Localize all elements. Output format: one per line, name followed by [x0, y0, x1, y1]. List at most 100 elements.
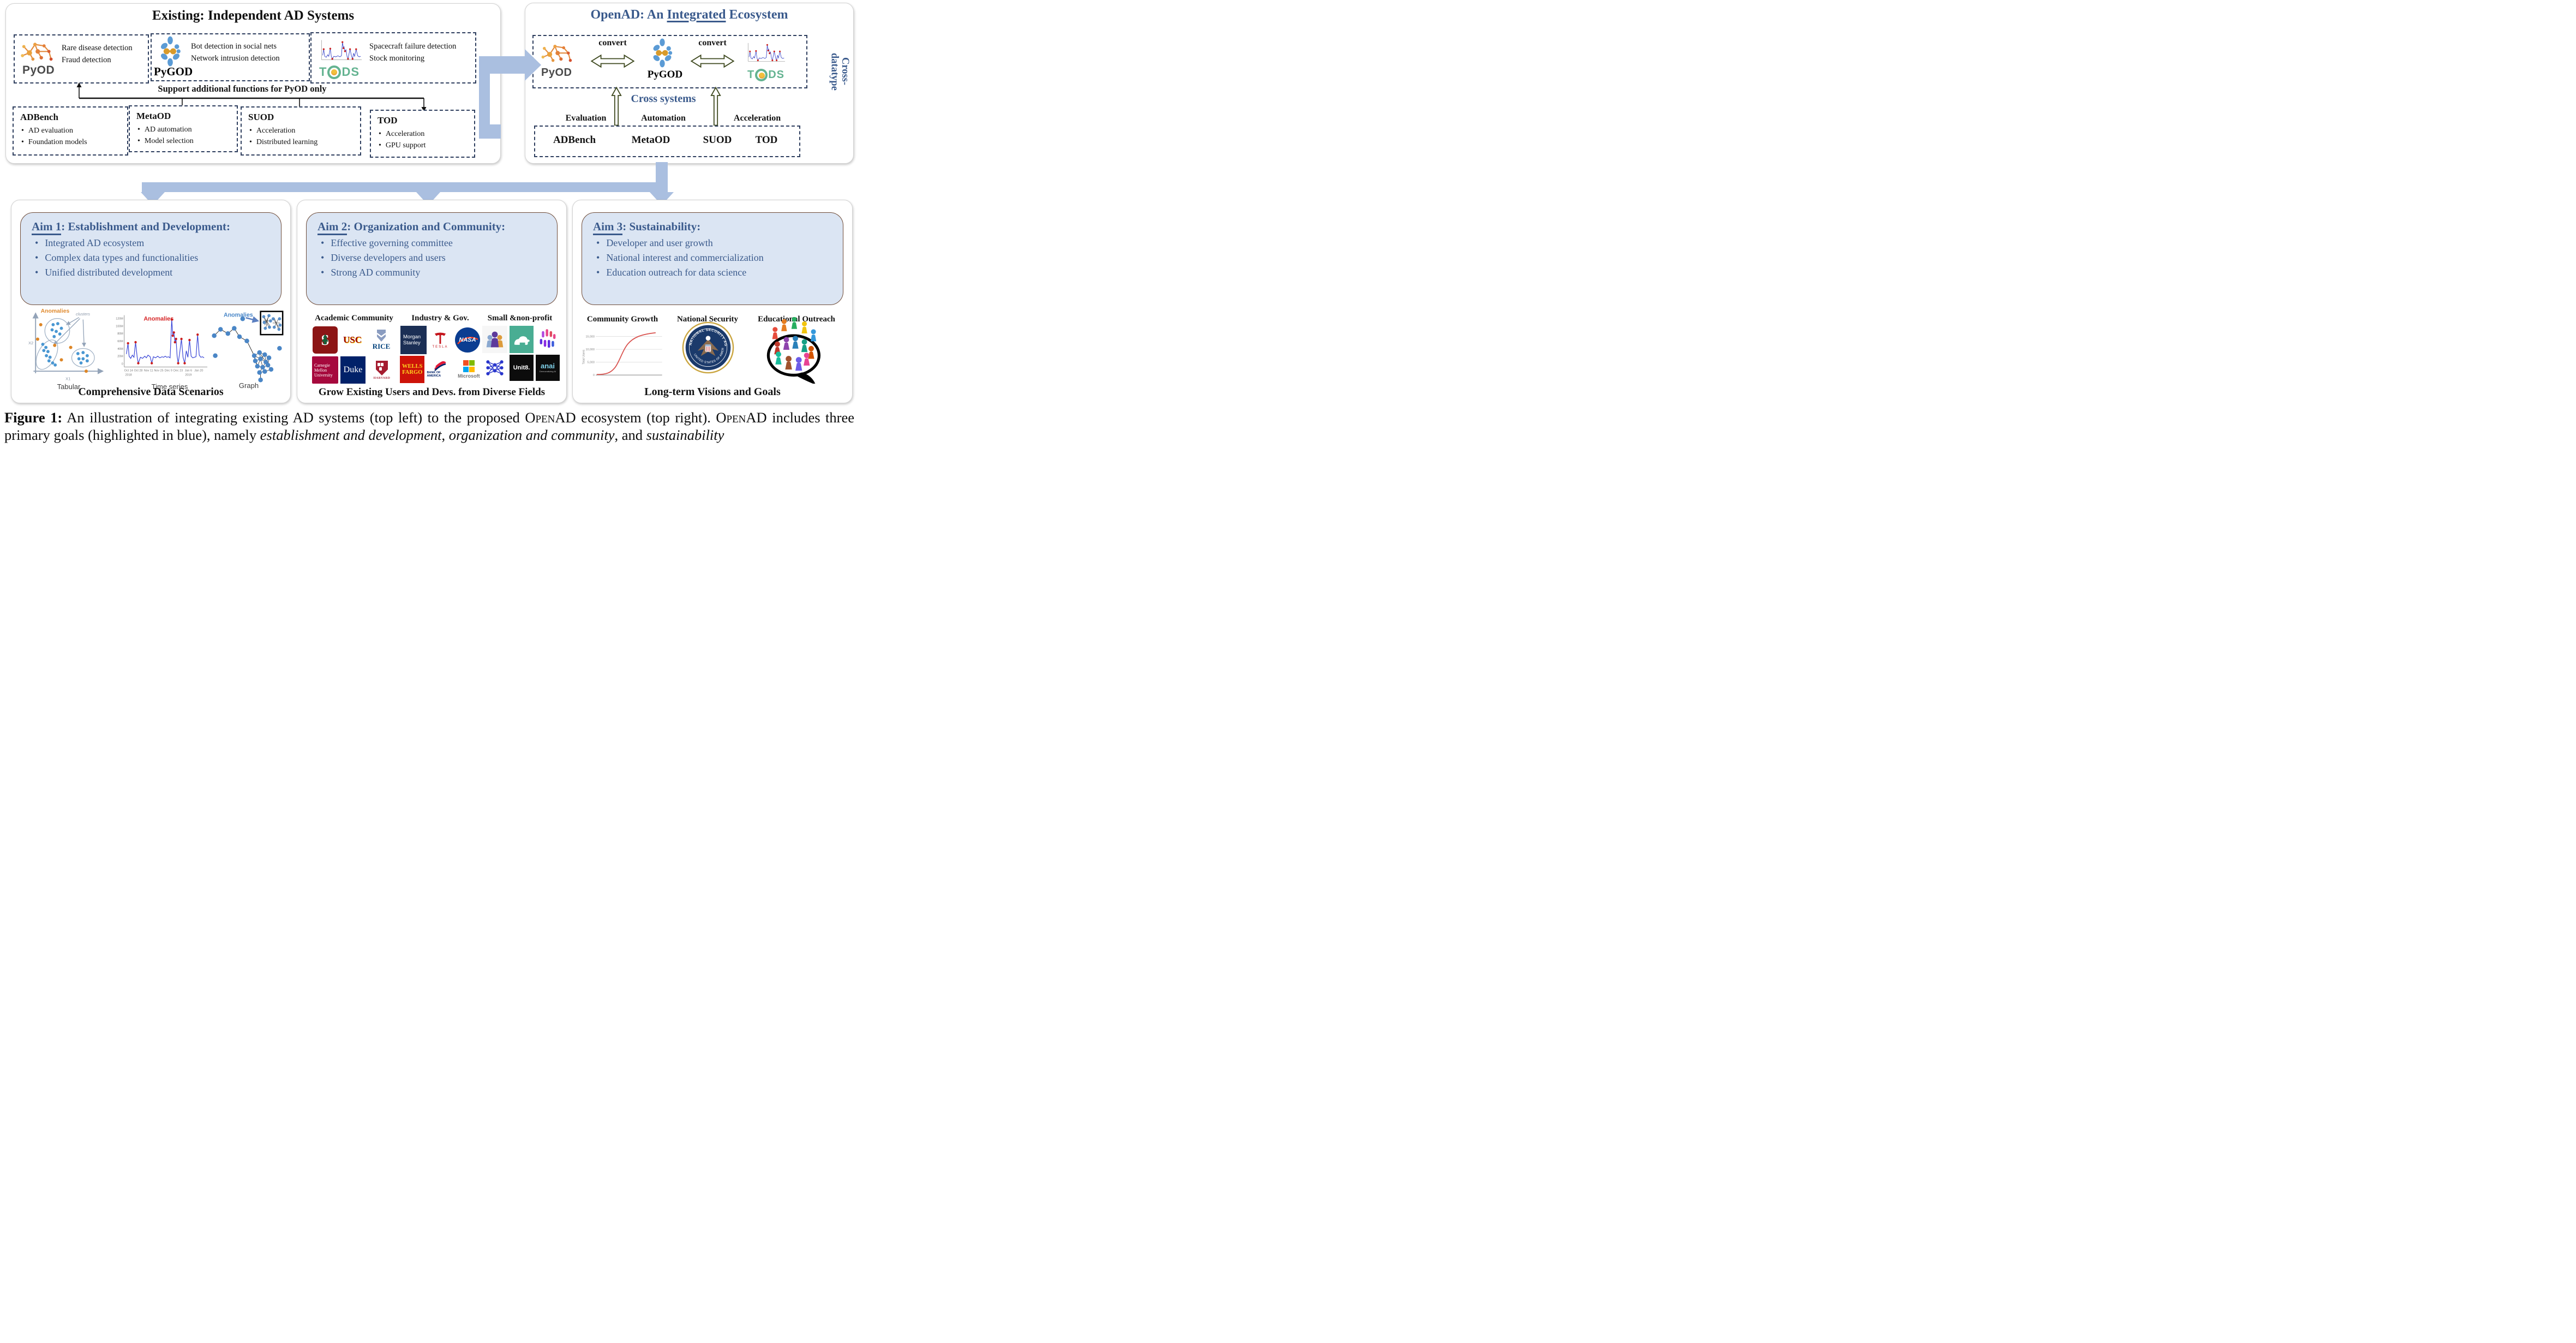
svg-text:60M: 60M: [117, 340, 123, 343]
graph-anomalies-label: Anomalies: [224, 312, 253, 318]
nonprofit-logos: Unit8. anai Democratizing AI: [482, 326, 560, 383]
adbench-bullet-2: Foundation models: [21, 136, 127, 148]
aim3-caption: Long-term Visions and Goals: [644, 386, 781, 398]
tods-letters-ds: DS: [768, 69, 785, 81]
tods-chart-icon: [321, 40, 362, 61]
rice-shield-icon: [376, 330, 386, 342]
svg-text:Jan 20: Jan 20: [194, 369, 203, 372]
graph-caption: Graph: [238, 381, 259, 390]
svg-text:Oct 28: Oct 28: [134, 369, 142, 372]
tod-title: TOD: [378, 115, 398, 126]
tabular-y-label: X2: [28, 341, 33, 345]
aim2-title: Aim 2: Organization and Community:: [317, 220, 557, 235]
metaod-box: MetaOD AD automation Model selection: [129, 105, 238, 152]
svg-text:Dec 23: Dec 23: [173, 369, 183, 372]
aim1-title: Aim 1: Establishment and Development:: [32, 220, 281, 235]
growth-y-axis-label: Total Users: [582, 349, 585, 364]
svg-text:Dec 9: Dec 9: [165, 369, 172, 372]
openad-title-prefix: OpenAD: An: [590, 8, 667, 22]
adbench-bullet-1: AD evaluation: [21, 125, 127, 136]
anai-logo: anai Democratizing AI: [536, 355, 560, 381]
cross-datatype-label: Cross-datatype: [829, 52, 850, 91]
neural-network-logo: [482, 355, 507, 381]
polar-bear-logo: [510, 326, 534, 353]
pyod-wordmark: PyOD: [22, 64, 55, 76]
svg-text:Nov 11: Nov 11: [144, 369, 153, 372]
tods-chart-icon: [747, 43, 785, 62]
aim3-bullet-2: National interest and commercialization: [596, 250, 843, 265]
tods-usecase-1: Spacecraft failure detection: [369, 42, 457, 51]
stanford-logo: S: [313, 326, 338, 354]
openad-tool-tod: TOD: [755, 134, 778, 146]
unit8-logo: Unit8.: [510, 355, 534, 381]
academic-header: Academic Community: [315, 314, 393, 323]
openad-panel: OpenAD: An Integrated Ecosystem PyOD con…: [525, 3, 854, 164]
pygod-logo-icon: [653, 38, 673, 68]
tods-letter-t: T: [747, 69, 755, 81]
aim1-caption: Comprehensive Data Scenarios: [78, 386, 224, 398]
flow-arrow-shaft: [479, 56, 525, 74]
openad-tool-suod: SUOD: [703, 134, 732, 146]
aim3-panel: Aim 3: Sustainability: Developer and use…: [572, 200, 853, 403]
tod-box: TOD Acceleration GPU support: [370, 110, 475, 158]
openad-tools-box: ADBench MetaOD SUOD TOD: [534, 126, 800, 157]
tods-o-icon: [755, 69, 768, 81]
community-growth-chart: 15,000 10,000 5,000 0 Total Users: [582, 332, 662, 377]
suod-box: SUOD Acceleration Distributed learning: [241, 106, 361, 156]
tods-letter-t: T: [319, 65, 327, 79]
tesla-t-icon: [434, 332, 446, 344]
distribute-arrow-bar: [142, 182, 668, 192]
tods-usecase-2: Stock monitoring: [369, 54, 425, 63]
svg-text:5,000: 5,000: [588, 361, 595, 365]
morgan-stanley-logo: Morgan Stanley: [400, 326, 427, 354]
pyod-usecase-2: Fraud detection: [62, 56, 111, 65]
function-label-evaluation: Evaluation: [565, 114, 607, 123]
aim1-bullet-1: Integrated AD ecosystem: [35, 236, 281, 250]
people-ring-icon: [772, 317, 817, 371]
openad-title-underlined: Integrated: [667, 8, 726, 22]
pyod-logo-icon: [21, 43, 53, 61]
pygod-usecase-2: Network intrusion detection: [191, 54, 280, 63]
aim1-goal-box: Aim 1: Establishment and Development: In…: [20, 212, 281, 305]
usc-logo: USC: [340, 326, 365, 354]
suod-bullet-2: Distributed learning: [249, 136, 360, 148]
adbench-box: ADBench AD evaluation Foundation models: [13, 106, 128, 156]
openad-tool-adbench: ADBench: [553, 134, 596, 146]
pygod-box: PyGOD Bot detection in social nets Netwo…: [151, 33, 310, 81]
national-security-header: National Security: [676, 315, 739, 324]
tabular-x-label: X1: [65, 376, 70, 381]
aim3-bullet-3: Education outreach for data science: [596, 265, 843, 280]
existing-panel-title: Existing: Independent AD Systems: [152, 8, 355, 23]
aim2-caption: Grow Existing Users and Devs. from Diver…: [318, 386, 546, 398]
flow-arrow-tail: [479, 74, 490, 139]
distribute-arrow-stem: [656, 162, 668, 182]
svg-text:15,000: 15,000: [586, 336, 595, 339]
harvard-logo: HARVARD: [368, 356, 396, 384]
timeseries-anomalies-label: Anomalies: [143, 315, 173, 322]
metaod-bullet-2: Model selection: [137, 135, 237, 147]
cross-systems-arrow-icon: [611, 86, 622, 126]
tods-wordmark: T DS: [747, 69, 784, 81]
aim2-bullet-1: Effective governing committee: [321, 236, 557, 250]
tods-wordmark: T DS: [319, 65, 360, 79]
tabular-clusters-label: clusters: [76, 312, 90, 317]
time-series-chart: 120M 100M 80M 60M 40M 20M 0 Oct 14 Oct 2…: [116, 315, 208, 377]
aim1-panel: Aim 1: Establishment and Development: In…: [11, 200, 291, 403]
community-growth-header: Community Growth: [586, 315, 658, 324]
aim2-bullet-2: Diverse developers and users: [321, 250, 557, 265]
svg-text:2019: 2019: [185, 373, 191, 377]
bofa-flag-icon: [434, 361, 446, 371]
metaod-title: MetaOD: [136, 111, 171, 121]
duke-logo: Duke: [340, 356, 366, 384]
flow-arrow-foot: [490, 124, 501, 139]
microsoft-squares-icon: [463, 360, 475, 372]
nsa-seal: NATIONAL SECURITY AGENCY UNITED STATES O…: [682, 321, 734, 374]
bank-of-america-logo: BANK OF AMERICA: [427, 356, 454, 383]
openad-panel-title: OpenAD: An Integrated Ecosystem: [525, 8, 853, 22]
pyod-logo-icon: [541, 44, 572, 62]
convert-arrow-icon: [690, 54, 735, 68]
adbench-title: ADBench: [20, 112, 58, 122]
cross-systems-arrow-icon: [710, 86, 721, 126]
function-label-automation: Automation: [641, 114, 686, 123]
metaod-bullet-1: AD automation: [137, 124, 237, 135]
